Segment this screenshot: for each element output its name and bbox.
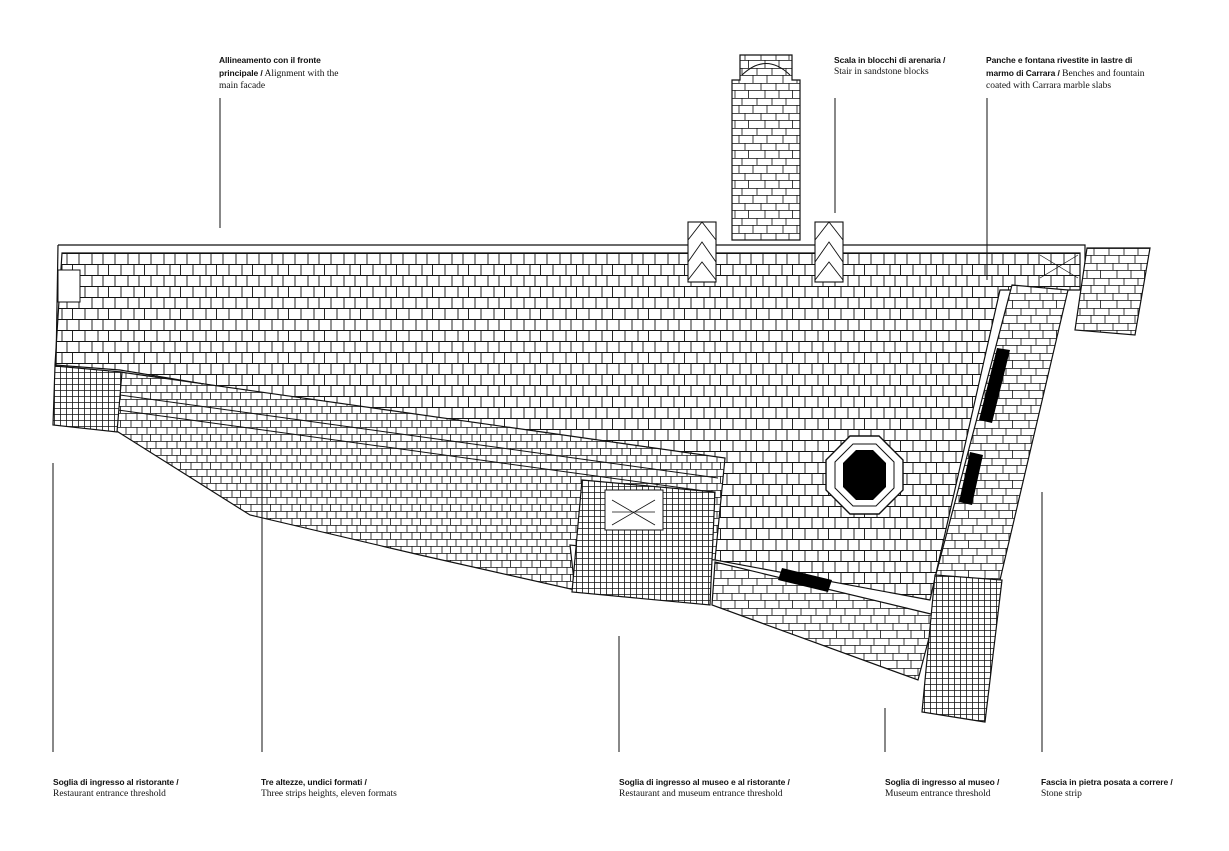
- label-benches-it: Panche e fontana rivestite in lastre di …: [986, 55, 1133, 78]
- label-museum-restaurant-threshold-it: Soglia di ingresso al museo e al ristora…: [619, 777, 790, 787]
- lower-right-strip: [711, 561, 936, 681]
- label-restaurant-threshold-en: Restaurant entrance threshold: [53, 789, 166, 799]
- label-museum-threshold-it: Soglia di ingresso al museo /: [885, 777, 1000, 787]
- label-museum-restaurant-threshold: Soglia di ingresso al museo e al ristora…: [619, 776, 839, 800]
- label-benches: Panche e fontana rivestite in lastre di …: [986, 54, 1146, 92]
- upper-right-block: [1039, 247, 1151, 336]
- label-stone-strip-en: Stone strip: [1041, 789, 1082, 799]
- label-strips-it: Tre altezze, undici formati /: [261, 777, 367, 787]
- museum-restaurant-threshold: [571, 479, 716, 606]
- label-stone-strip-it: Fascia in pietra posata a correre /: [1041, 777, 1173, 787]
- label-strips: Tre altezze, undici formati / Three stri…: [261, 776, 441, 800]
- museum-threshold-grid: [921, 574, 1003, 723]
- restaurant-threshold-grid: [52, 365, 123, 433]
- label-restaurant-threshold: Soglia di ingresso al ristorante / Resta…: [53, 776, 233, 800]
- stair-landings: [687, 221, 844, 283]
- label-museum-threshold: Soglia di ingresso al museo / Museum ent…: [885, 776, 1035, 800]
- label-alignment-it: Allineamento con il fronte principale /: [219, 55, 321, 78]
- sandstone-stair: [731, 54, 801, 241]
- label-stair: Scala in blocchi di arenaria / Stair in …: [834, 54, 959, 78]
- fountain: [825, 435, 904, 515]
- leader-lines: [52, 98, 1043, 752]
- facade-pier: [57, 269, 81, 303]
- label-stone-strip: Fascia in pietra posata a correre / Ston…: [1041, 776, 1221, 800]
- label-alignment-en: Alignment with the main facade: [219, 69, 339, 91]
- label-stair-it: Scala in blocchi di arenaria /: [834, 55, 946, 65]
- label-benches-en: Benches and fountain coated with Carrara…: [986, 69, 1145, 91]
- label-alignment: Allineamento con il fronte principale / …: [219, 54, 359, 92]
- label-strips-en: Three strips heights, eleven formats: [261, 789, 397, 799]
- label-restaurant-threshold-it: Soglia di ingresso al ristorante /: [53, 777, 179, 787]
- label-stair-en: Stair in sandstone blocks: [834, 67, 929, 77]
- benches: [778, 348, 1010, 592]
- label-museum-restaurant-threshold-en: Restaurant and museum entrance threshold: [619, 789, 783, 799]
- label-museum-threshold-en: Museum entrance threshold: [885, 789, 991, 799]
